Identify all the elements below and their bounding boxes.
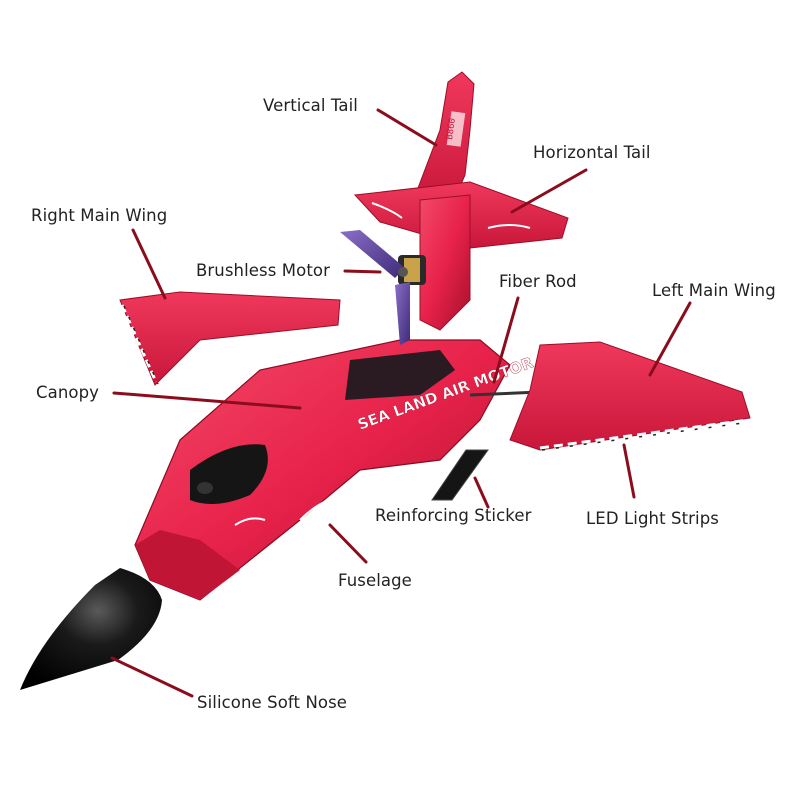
label-led-light-strips: LED Light Strips [586, 509, 719, 528]
fuselage-part: SEA LAND AIR MOTOR [134, 339, 536, 601]
label-reinforcing-sticker: Reinforcing Sticker [375, 506, 532, 525]
leader-led-light-strips [622, 443, 636, 499]
label-fiber-rod: Fiber Rod [499, 272, 577, 291]
label-horizontal-tail: Horizontal Tail [533, 143, 651, 162]
tail-code-decal: B860 [445, 118, 458, 141]
leader-fiber-rod [492, 296, 520, 384]
right-main-wing-part [119, 291, 341, 386]
leader-left-main-wing [648, 301, 692, 377]
fiber-rod-part [469, 390, 541, 397]
label-silicone-soft-nose: Silicone Soft Nose [197, 693, 348, 712]
leader-silicone-soft-nose [110, 656, 194, 698]
label-brushless-motor: Brushless Motor [196, 261, 330, 280]
left-main-wing-part [509, 341, 751, 451]
label-fuselage: Fuselage [338, 571, 412, 590]
label-vertical-tail: Vertical Tail [263, 96, 358, 115]
leader-reinforcing-sticker [473, 476, 490, 509]
tail-boom-part [419, 194, 471, 331]
leader-brushless-motor [343, 269, 382, 274]
leader-right-main-wing [131, 228, 167, 300]
brushless-motor-part [340, 230, 426, 345]
leader-horizontal-tail [510, 168, 588, 214]
leader-lines [110, 108, 692, 698]
label-left-main-wing: Left Main Wing [652, 281, 776, 300]
label-canopy: Canopy [36, 383, 100, 402]
leader-vertical-tail [376, 108, 438, 147]
leader-canopy [112, 391, 302, 410]
reinforcing-sticker-part [431, 449, 489, 501]
leader-fuselage [328, 523, 368, 564]
silicone-soft-nose-part [20, 568, 162, 690]
label-right-main-wing: Right Main Wing [31, 206, 168, 225]
